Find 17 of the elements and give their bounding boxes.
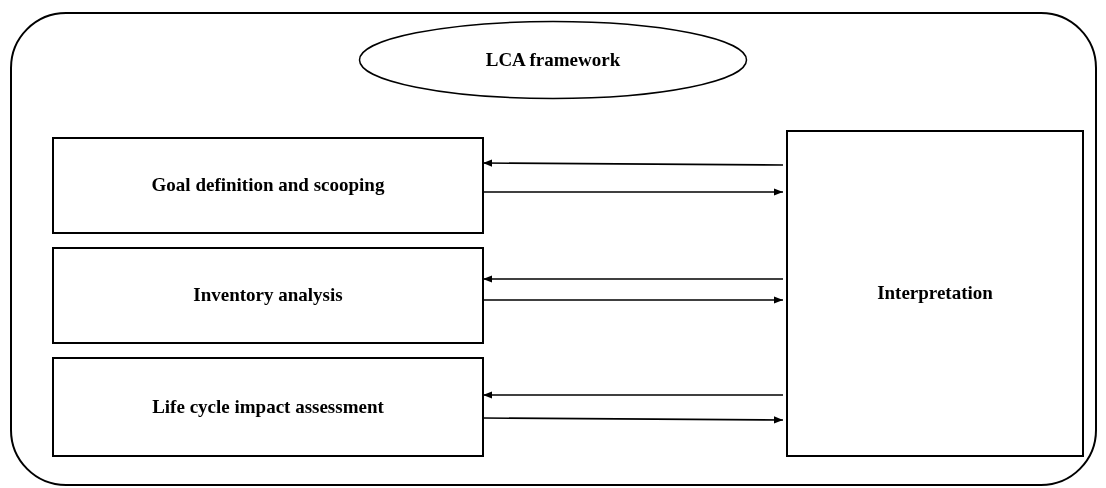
node-label: Life cycle impact assessment <box>152 394 384 419</box>
node-label: Inventory analysis <box>193 283 343 308</box>
stage-box <box>52 137 484 234</box>
arrow <box>482 391 784 399</box>
node-label: Interpretation <box>877 281 993 306</box>
title-ellipse <box>358 20 748 100</box>
arrow <box>482 159 784 167</box>
arrow <box>482 188 784 196</box>
node-label: LCA framework <box>485 47 621 72</box>
arrow <box>482 296 784 304</box>
stage-box <box>52 247 484 344</box>
arrow <box>482 416 784 424</box>
arrow <box>482 275 784 283</box>
frame-box <box>10 12 1097 486</box>
stage-box <box>52 357 484 457</box>
interpretation-box <box>786 130 1084 457</box>
node-label: Goal definition and scooping <box>151 173 385 198</box>
